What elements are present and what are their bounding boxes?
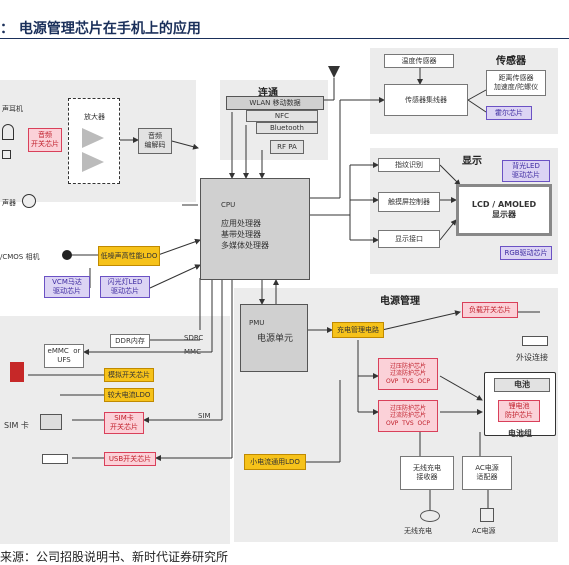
battery-box: 电池: [494, 378, 550, 392]
headphone-icon: [2, 124, 14, 140]
sim-label: SIM 卡: [4, 421, 29, 430]
cpu-roles: 应用处理器 基带处理器 多媒体处理器: [221, 218, 269, 251]
backlight-chip: 背光LED 驱动芯片: [502, 160, 550, 182]
ddr-box: DDR内存: [110, 334, 150, 348]
sensor-heading: 传感器: [496, 56, 526, 67]
earphone-label: 声耳机: [2, 105, 23, 113]
mic-icon: [22, 194, 36, 208]
figure-title: ： 电源管理芯片在手机上的应用: [0, 21, 201, 37]
sim-bus-label: SIM: [198, 412, 211, 420]
hall-chip: 霍尔芯片: [486, 106, 532, 120]
analog-switch: 模拟开关芯片: [104, 368, 154, 382]
camera-label: /CMOS 相机: [0, 253, 40, 261]
rgb-chip: RGB驱动芯片: [500, 246, 552, 260]
battery-pack-label: 电池组: [508, 429, 532, 438]
sdrc-label: SDRC: [184, 334, 204, 342]
load-switch: 负载开关芯片: [462, 302, 518, 318]
fingerprint-box: 指纹识别: [378, 158, 440, 172]
amp-triangle-icon: [82, 152, 104, 172]
touch-controller: 触摸屏控制器: [378, 192, 440, 212]
usb-switch: USB开关芯片: [104, 452, 156, 466]
mmc-label: MMC: [184, 348, 201, 356]
nfc-box: NFC: [246, 110, 318, 122]
comm-heading: 连通: [258, 88, 278, 99]
small-ldo: 小电流通用LDO: [244, 454, 306, 470]
sensor-hub: 传感器集线器: [384, 84, 468, 116]
coil-icon: [420, 510, 440, 522]
antenna-icon: [328, 66, 340, 78]
amp-triangle-icon: [82, 128, 104, 148]
sim-card-icon: [40, 414, 62, 430]
camera-lens-icon: [62, 250, 72, 260]
pmu-unit: 电源单元: [257, 333, 294, 344]
ac-power-label: AC电源: [472, 527, 496, 535]
li-protect-chip: 锂电池 防护芯片: [498, 400, 540, 422]
audio-switch-chip: 音频 开关芯片: [28, 128, 62, 152]
plug-icon: [480, 508, 494, 522]
sd-card-icon: [10, 362, 24, 382]
lcd-panel: LCD / AMOLED 显示器: [456, 184, 552, 236]
sim-switch: SIM卡 开关芯片: [104, 412, 144, 434]
title-rule: [0, 38, 569, 39]
power-heading: 电源管理: [380, 296, 420, 307]
audio-codec: 音频 编解码: [138, 128, 172, 154]
ovp-chip-2: 过压防护芯片 过流防护芯片 OVP TVS OCP: [378, 400, 438, 432]
ac-adapter: AC电源 适配器: [462, 456, 512, 490]
prox-sensor: 距离传感器 加速度/陀螺仪: [486, 70, 546, 96]
pmu-label: PMU: [249, 319, 265, 327]
usb-port-icon: [42, 454, 68, 464]
cpu-label: CPU: [221, 201, 236, 209]
ext-label: 外设连接: [516, 353, 548, 362]
emmc-box: eMMC or UFS: [44, 344, 84, 368]
flash-driver: 闪光灯LED 驱动芯片: [100, 276, 150, 298]
display-interface: 显示接口: [378, 230, 440, 248]
big-current-ldo: 较大电流LDO: [104, 388, 154, 402]
bluetooth-box: Bluetooth: [256, 122, 318, 134]
wireless-charge-label: 无线充电: [404, 527, 432, 535]
amp-label: 放大器: [84, 113, 105, 121]
wlan-box: WLAN 移动数据: [226, 96, 324, 110]
cpu-box: CPU 应用处理器 基带处理器 多媒体处理器: [200, 178, 310, 280]
square-icon: [2, 150, 11, 159]
mic-label: 声器: [2, 199, 16, 207]
vcm-driver: VCM马达 驱动芯片: [44, 276, 90, 298]
ovp-chip-1: 过压防护芯片 过流防护芯片 OVP TVS OCP: [378, 358, 438, 390]
temp-sensor: 温度传感器: [384, 54, 454, 68]
display-heading: 显示: [462, 156, 482, 167]
wireless-receiver: 无线充电 接收器: [400, 456, 454, 490]
camera-ldo: 低噪声高性能LDO: [98, 246, 160, 266]
pmu-box: PMU 电源单元: [240, 304, 308, 372]
charge-circuit: 充电管理电路: [332, 322, 384, 338]
source-note: 来源：公司招股说明书、新时代证券研究所: [0, 550, 229, 564]
rfpa-box: RF PA: [270, 140, 304, 154]
connector-icon: [522, 336, 548, 346]
